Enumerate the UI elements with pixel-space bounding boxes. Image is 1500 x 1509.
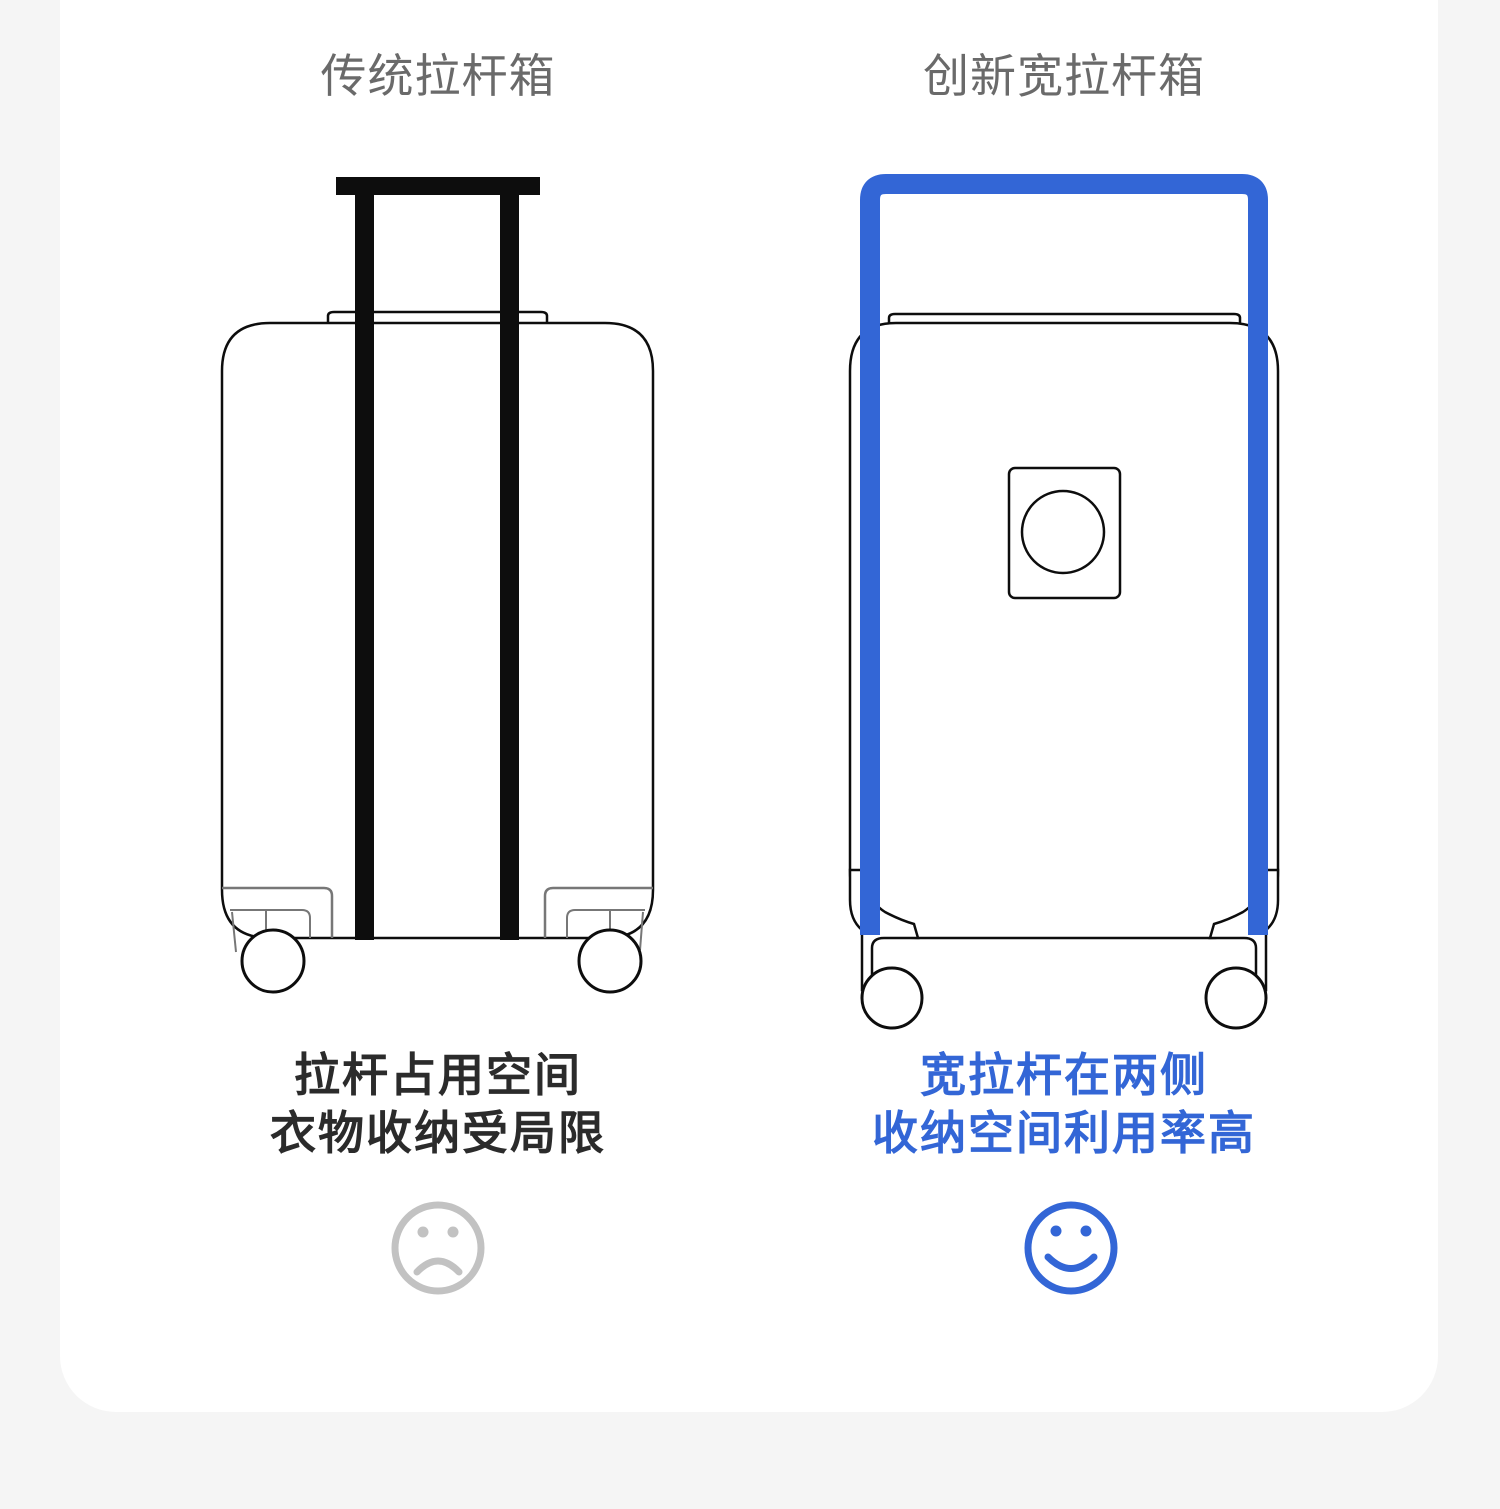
traditional-suitcase-caption: 拉杆占用空间 衣物收纳受局限 — [138, 1046, 738, 1162]
caption-line-1: 拉杆占用空间 — [294, 1048, 582, 1102]
wide-handle-suitcase-caption: 宽拉杆在两侧 收纳空间利用率高 — [764, 1046, 1364, 1162]
wheel-left — [860, 966, 924, 1030]
trolley-handle-rod-right — [500, 190, 519, 940]
top-carry-handle — [887, 312, 1242, 324]
sad-face-icon — [391, 1201, 485, 1295]
trolley-handle-rod-left — [355, 190, 374, 940]
wide-trolley-handle — [860, 174, 1268, 935]
wide-handle-suitcase-title: 创新宽拉杆箱 — [923, 49, 1205, 103]
wheel-left — [240, 928, 306, 994]
traditional-suitcase — [220, 177, 655, 994]
traditional-suitcase-title: 传统拉杆箱 — [320, 49, 556, 103]
top-carry-handle — [326, 310, 549, 324]
trolley-handle-bar — [336, 177, 540, 195]
caption-line-2: 衣物收纳受局限 — [270, 1106, 606, 1160]
lock-dial — [1020, 489, 1106, 575]
suitcase-body — [220, 321, 655, 940]
suitcase-body — [848, 321, 1280, 940]
wheel-right — [1204, 966, 1268, 1030]
smiley-face-icon — [1024, 1201, 1118, 1295]
caption-line-2: 收纳空间利用率高 — [872, 1106, 1256, 1160]
wheel-right — [577, 928, 643, 994]
caption-line-1: 宽拉杆在两侧 — [920, 1048, 1208, 1102]
wheel-housing-right — [543, 886, 653, 938]
wide-handle-suitcase — [848, 174, 1280, 1030]
wheel-housing-left — [222, 886, 334, 938]
